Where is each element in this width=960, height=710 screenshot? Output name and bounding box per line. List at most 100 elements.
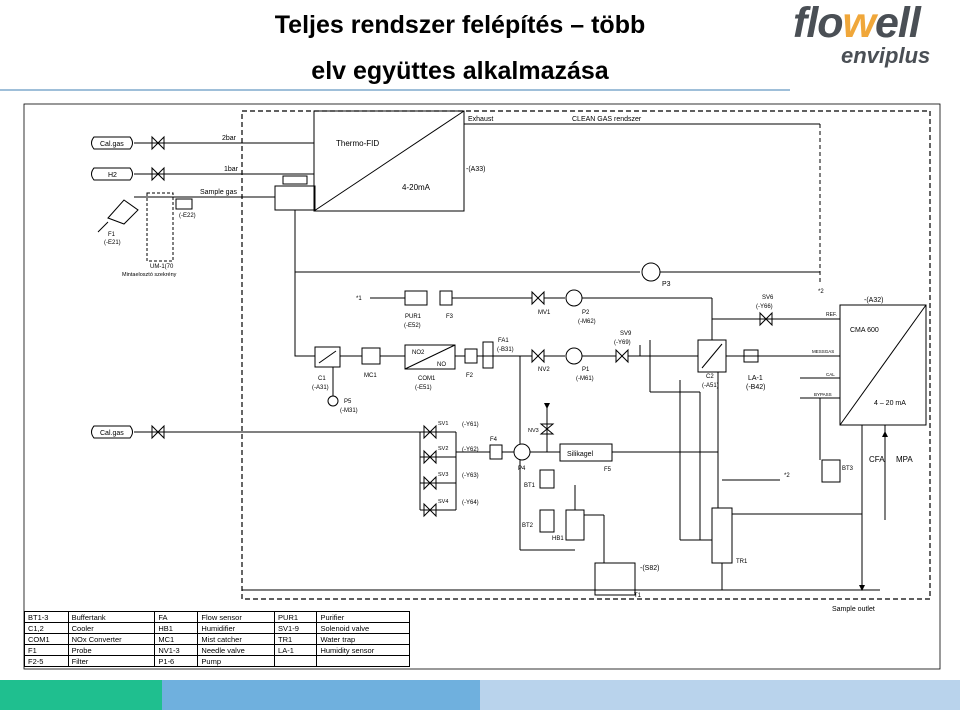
legend-code: F1 (24, 644, 69, 656)
label-star2-b: *2 (784, 473, 790, 479)
label-f1-code: (-E21) (104, 240, 121, 246)
label-p5-code: (-M31) (340, 408, 358, 414)
label-p5: P5 (344, 399, 352, 405)
valve-sv3 (423, 475, 437, 491)
clean-gas-boundary (241, 110, 931, 600)
cooler-c1 (314, 346, 341, 368)
legend-description: Cooler (67, 622, 156, 634)
legend-description: Needle valve (197, 644, 276, 656)
distribution-cabinet (146, 192, 174, 262)
filter-f2 (464, 348, 478, 364)
label-bt1: BT1 (524, 483, 536, 489)
label-pur1-code: (-E52) (404, 323, 421, 329)
label-calgas-top: Cal.gas (100, 141, 124, 148)
valve-mv1 (531, 290, 545, 306)
label-p1-code: (-M61) (576, 376, 594, 382)
footer-segment-green (0, 680, 162, 710)
logo-subtitle: enviplus (841, 43, 931, 68)
title-divider (0, 89, 790, 91)
footer-bar (0, 680, 960, 710)
label-clean-gas: CLEAN GAS rendszer (572, 116, 642, 123)
label-bt2: BT2 (522, 523, 534, 529)
label-cal: CAL (826, 372, 835, 377)
flow-sensor-fa1 (482, 341, 494, 369)
legend-description: Water trap (316, 633, 410, 645)
legend-code: P1-6 (154, 655, 199, 667)
label-com1: COM1 (418, 376, 436, 382)
pump-p2 (565, 289, 583, 307)
label-p4: P4 (518, 466, 526, 472)
legend-description (316, 655, 410, 667)
valve-sv6 (759, 311, 773, 327)
cma600-box (839, 304, 927, 426)
filter-f4 (489, 444, 503, 460)
label-cma600: CMA 600 (850, 327, 879, 334)
label-sv3-code: (-Y63) (462, 473, 479, 479)
label-la1-code: (-B42) (746, 384, 765, 391)
label-com1-code: (-E51) (415, 385, 432, 391)
label-sv2-code: (-Y62) (462, 447, 479, 453)
label-c1-code: (-A31) (312, 385, 329, 391)
title-line-1: Teljes rendszer felépítés – több (274, 11, 646, 39)
label-p3: P3 (662, 281, 671, 288)
calgas-bottom-cylinder (91, 425, 133, 439)
label-p2-code: (-M62) (578, 319, 596, 325)
label-fid-signal: 4-20mA (402, 183, 431, 192)
label-hb1: HB1 (552, 536, 564, 542)
legend-code (274, 655, 318, 667)
label-tr1: TR1 (736, 559, 748, 565)
label-sv4: SV4 (438, 499, 448, 505)
pump-p5 (327, 395, 339, 407)
calgas-top-cylinder (91, 136, 133, 150)
legend-code: FA (154, 611, 199, 623)
legend-description: NOx Converter (67, 633, 156, 645)
purifier-pur1 (404, 290, 428, 306)
label-fa1: FA1 (498, 338, 509, 344)
label-um-box: UM-1(70 (150, 264, 174, 270)
label-la1: LA-1 (748, 375, 763, 382)
legend-code: SV1-9 (274, 622, 318, 634)
label-s82: -(S82) (640, 565, 659, 572)
valve-nv3 (539, 423, 555, 435)
label-silikagel: Silikagel (567, 451, 594, 458)
label-f4: F4 (490, 437, 498, 443)
legend-code: MC1 (154, 633, 199, 645)
label-a32: -(A32) (864, 297, 883, 304)
heated-block (274, 185, 316, 211)
label-cma-signal: 4 – 20 mA (874, 400, 906, 407)
buffertank-bt1 (539, 469, 555, 489)
logo-wordmark: flowell (793, 0, 921, 47)
label-calgas-bottom: Cal.gas (100, 430, 124, 437)
legend-description: Mist catcher (197, 633, 276, 645)
flowell-logo: flowell enviplus (793, 0, 933, 75)
label-c1: C1 (318, 376, 326, 382)
label-nv3: NV3 (528, 428, 539, 434)
legend-description: Purifier (316, 611, 410, 623)
label-c2: C2 (706, 374, 714, 380)
filter-f3 (439, 290, 453, 306)
label-bypass: BYPASS (814, 392, 832, 397)
label-fa1-code: (-B31) (497, 347, 514, 353)
footer-segment-blue (162, 680, 480, 710)
label-f2: F2 (466, 373, 474, 379)
converter-com1 (404, 344, 456, 370)
probe-f1 (107, 199, 139, 225)
label-sample-gas: Sample gas (200, 189, 237, 196)
legend-description: Probe (67, 644, 156, 656)
label-pur1: PUR1 (405, 314, 422, 320)
humidity-sensor-la1 (743, 349, 759, 363)
legend-code: TR1 (274, 633, 318, 645)
valve-nv2 (531, 348, 545, 364)
label-cfa: CFA (869, 455, 885, 464)
legend-code: HB1 (154, 622, 199, 634)
label-sv4-code: (-Y64) (462, 500, 479, 506)
h2-cylinder (91, 167, 133, 181)
label-messgas: MESSGAS (812, 349, 834, 354)
legend-code: NV1-3 (154, 644, 199, 656)
label-sv9: SV9 (620, 331, 632, 337)
legend-description: Buffertank (67, 611, 156, 623)
valve-sv4 (423, 502, 437, 518)
